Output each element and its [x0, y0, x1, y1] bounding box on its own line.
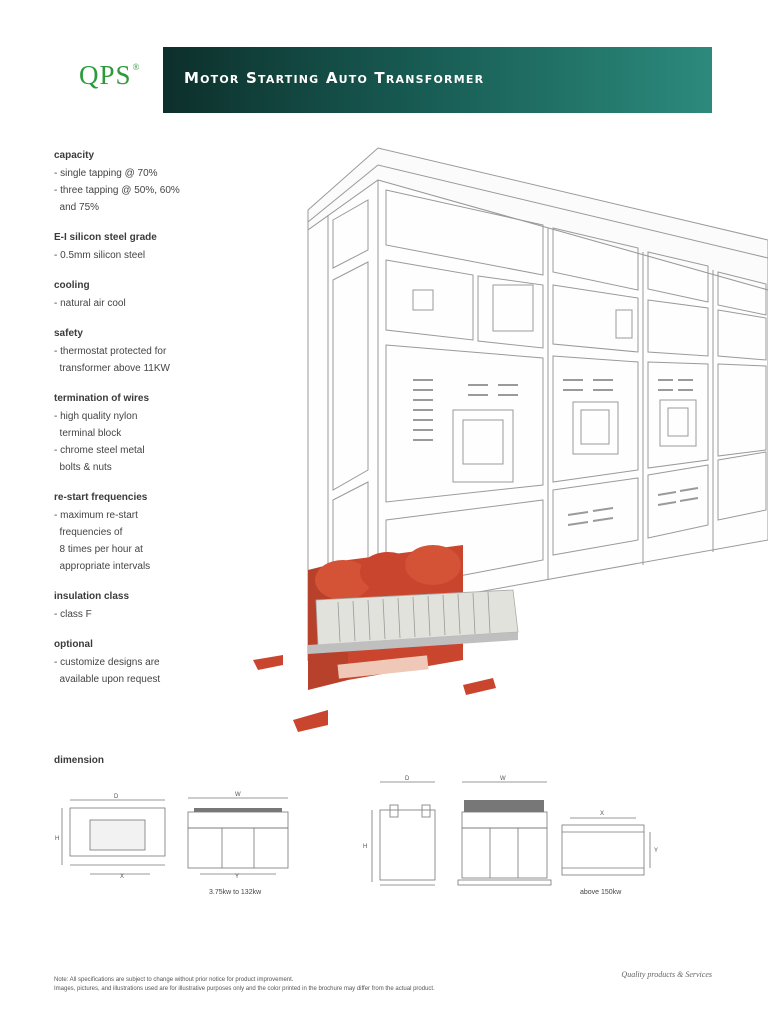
spec-heading: cooling — [54, 280, 90, 291]
registered-mark: ® — [132, 62, 141, 72]
spec-heading: insulation class — [54, 591, 130, 602]
dimension-drawings: D H X W Y D H W X Y — [55, 776, 658, 886]
page-title: Motor Starting Auto Transformer — [184, 69, 485, 87]
label-d-small: D — [114, 794, 119, 800]
spec-line: terminal block — [54, 428, 122, 439]
label-d-large: D — [405, 776, 410, 782]
label-w-small: W — [235, 792, 241, 798]
switchboard-transformer-illustration — [253, 147, 768, 732]
footer-note: Note: All specifications are subject to … — [54, 976, 435, 994]
spec-line: - high quality nylon — [54, 411, 138, 422]
dimension-heading: dimension — [54, 755, 105, 766]
transformer-photo — [253, 545, 519, 732]
label-h-large: H — [363, 844, 367, 850]
spec-heading: re-start frequencies — [54, 492, 148, 503]
spec-line: - single tapping @ 70% — [54, 168, 158, 179]
spec-line: - natural air cool — [54, 298, 126, 309]
spec-section: re-start frequencies - maximum re-start f… — [54, 492, 254, 575]
spec-heading: termination of wires — [54, 393, 150, 404]
spec-heading: optional — [54, 639, 93, 650]
spec-section: insulation class - class F — [54, 591, 254, 623]
spec-section: E-I silicon steel grade - 0.5mm silicon s… — [54, 232, 254, 264]
footer-tagline: Quality products & Services — [621, 970, 712, 979]
label-x-small: X — [120, 874, 124, 880]
spec-line: - 0.5mm silicon steel — [54, 250, 146, 261]
caption-large-range: above 150kw — [580, 889, 622, 896]
spec-heading: safety — [54, 328, 83, 339]
spec-line: bolts & nuts — [54, 462, 112, 473]
label-x-large: X — [600, 811, 604, 817]
spec-section: optional - customize designs are availabl… — [54, 639, 254, 688]
label-h-small: H — [55, 836, 59, 842]
footer-note-line-1: Note: All specifications are subject to … — [54, 977, 294, 983]
spec-line: transformer above 11KW — [54, 363, 170, 374]
caption-small-range: 3.75kw to 132kw — [209, 889, 262, 896]
specifications-list: capacity - single tapping @ 70% - three ta… — [54, 150, 254, 704]
spec-heading: E-I silicon steel grade — [54, 232, 157, 243]
spec-section: capacity - single tapping @ 70% - three ta… — [54, 150, 254, 216]
spec-heading: capacity — [54, 150, 95, 161]
qps-logo: QPS® — [79, 60, 139, 91]
footer-note-line-2: Images, pictures, and illustrations used… — [54, 986, 435, 992]
spec-line: available upon request — [54, 674, 161, 685]
spec-section: safety - thermostat protected for transfo… — [54, 328, 254, 377]
spec-line: and 75% — [54, 202, 100, 213]
spec-line: appropriate intervals — [54, 561, 151, 572]
spec-line: - class F — [54, 609, 92, 620]
label-w-large: W — [500, 776, 506, 782]
spec-section: termination of wires - high quality nylon… — [54, 393, 254, 476]
header-banner: Motor Starting Auto Transformer — [163, 47, 712, 113]
label-y-small: Y — [235, 874, 239, 880]
spec-section: cooling - natural air cool — [54, 280, 254, 312]
spec-line: 8 times per hour at — [54, 544, 143, 555]
brand-name: QPS — [79, 60, 132, 90]
spec-line: - maximum re-start — [54, 510, 138, 521]
spec-line: frequencies of — [54, 527, 123, 538]
spec-line: - customize designs are — [54, 657, 160, 668]
spec-line: - chrome steel metal — [54, 445, 145, 456]
spec-line: - thermostat protected for — [54, 346, 167, 357]
label-y-large: Y — [654, 848, 658, 854]
spec-line: - three tapping @ 50%, 60% — [54, 185, 180, 196]
